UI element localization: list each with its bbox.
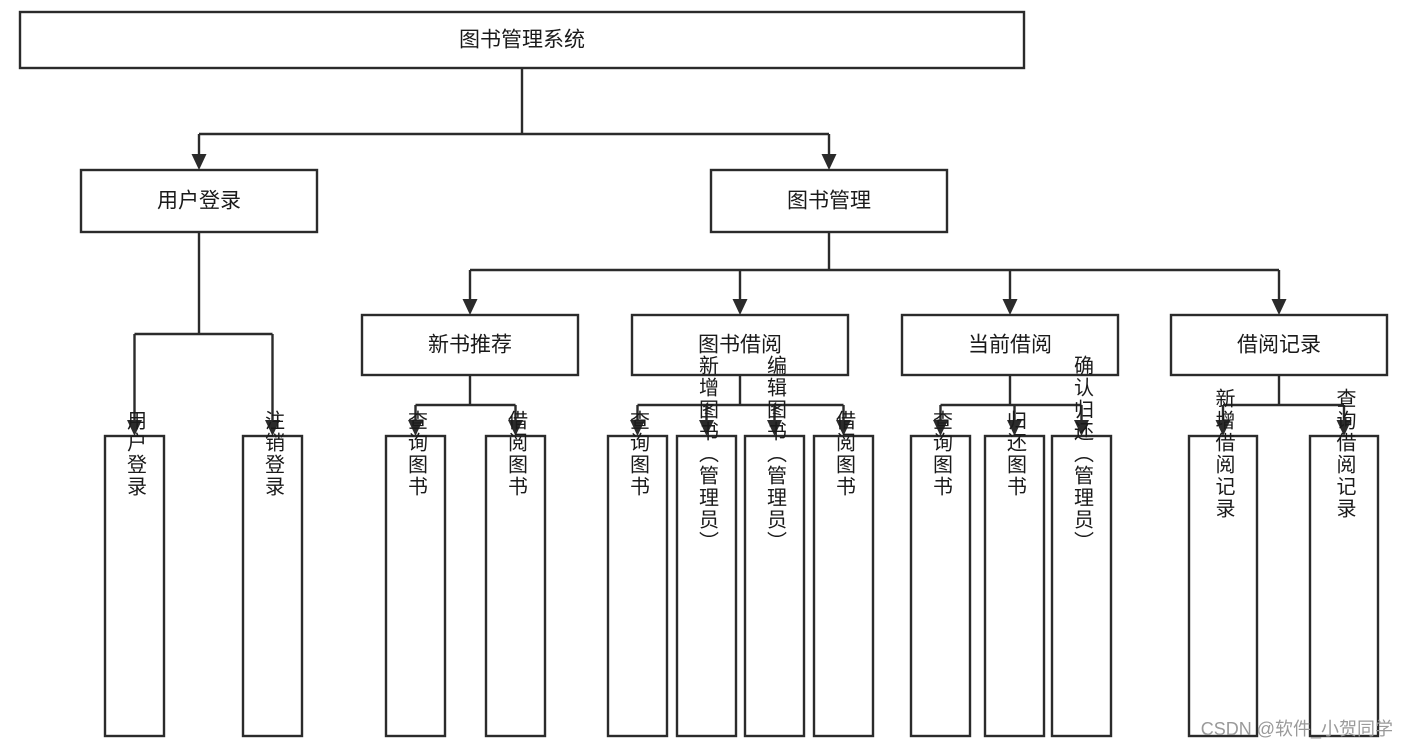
arrow-head-icon: [1007, 420, 1022, 436]
node-leaf-return-book[interactable]: 归还图书: [983, 410, 1046, 738]
arrow-head-icon: [767, 420, 782, 436]
arrow-head-icon: [836, 420, 851, 436]
arrow-head-icon: [508, 420, 523, 436]
node-box-book-borrow[interactable]: [630, 313, 850, 377]
arrow-head-icon: [1215, 420, 1231, 436]
arrow-head-icon: [1074, 420, 1089, 436]
node-box-borrow-records[interactable]: [1169, 313, 1389, 377]
node-box-leaf-return-book[interactable]: [983, 434, 1046, 738]
node-new-book-recommend[interactable]: 新书推荐: [360, 313, 580, 377]
node-label-leaf-edit-book: 编辑图书（管理员）: [764, 355, 787, 553]
node-box-root[interactable]: [18, 10, 1026, 70]
node-label-leaf-borrow-book: 借阅图书: [833, 410, 856, 498]
node-box-current-borrow[interactable]: [900, 313, 1120, 377]
node-boxes: 图书管理系统用户登录图书管理新书推荐图书借阅当前借阅借阅记录用户登录注销登录查询…: [18, 10, 1389, 738]
node-box-leaf-query-book-current[interactable]: [909, 434, 972, 738]
node-user-login[interactable]: 用户登录: [79, 168, 319, 234]
node-borrow-records[interactable]: 借阅记录: [1169, 313, 1389, 377]
node-leaf-borrow-book-rec[interactable]: 借阅图书: [484, 410, 547, 738]
node-label-root: 图书管理系统: [459, 29, 585, 52]
node-current-borrow[interactable]: 当前借阅: [900, 313, 1120, 377]
arrow-head-icon: [265, 420, 280, 436]
node-label-current-borrow: 当前借阅: [968, 334, 1052, 357]
arrow-head-icon: [699, 420, 714, 436]
node-book-management[interactable]: 图书管理: [709, 168, 949, 234]
node-box-leaf-add-record[interactable]: [1187, 434, 1259, 738]
arrow-head-icon: [1271, 299, 1287, 315]
connector-lines: [127, 68, 1352, 436]
node-leaf-logout[interactable]: 注销登录: [241, 410, 304, 738]
node-box-leaf-query-book-rec[interactable]: [384, 434, 447, 738]
node-box-leaf-query-book-borrow[interactable]: [606, 434, 669, 738]
node-label-leaf-return-book: 归还图书: [1004, 410, 1027, 498]
node-label-leaf-user-login: 用户登录: [124, 410, 147, 498]
node-book-borrow[interactable]: 图书借阅: [630, 313, 850, 377]
node-label-leaf-query-book-rec: 查询图书: [405, 410, 428, 498]
arrow-head-icon: [1002, 299, 1018, 315]
node-box-leaf-logout[interactable]: [241, 434, 304, 738]
node-label-leaf-borrow-book-rec: 借阅图书: [505, 410, 528, 498]
node-label-leaf-add-record: 新增借阅记录: [1212, 388, 1235, 520]
node-box-leaf-borrow-book-rec[interactable]: [484, 434, 547, 738]
node-leaf-query-book-current[interactable]: 查询图书: [909, 410, 972, 738]
node-box-leaf-user-login[interactable]: [103, 434, 166, 738]
node-leaf-add-record[interactable]: 新增借阅记录: [1187, 388, 1259, 738]
node-label-leaf-add-book: 新增图书（管理员）: [696, 355, 719, 553]
arrow-head-icon: [127, 420, 142, 436]
node-box-user-login[interactable]: [79, 168, 319, 234]
node-label-leaf-confirm-return: 确认归还（管理员）: [1071, 355, 1094, 553]
arrow-head-icon: [732, 299, 748, 315]
node-box-leaf-add-book[interactable]: [675, 434, 738, 738]
watermark-text: CSDN @软件_小贺同学: [1200, 719, 1393, 739]
node-box-leaf-query-record[interactable]: [1308, 434, 1380, 738]
node-label-user-login: 用户登录: [157, 190, 241, 213]
node-box-leaf-confirm-return[interactable]: [1050, 434, 1113, 738]
node-leaf-query-book-rec[interactable]: 查询图书: [384, 410, 447, 738]
node-box-leaf-borrow-book[interactable]: [812, 434, 875, 738]
node-leaf-query-book-borrow[interactable]: 查询图书: [606, 410, 669, 738]
node-leaf-edit-book[interactable]: 编辑图书（管理员）: [743, 355, 806, 738]
node-leaf-query-record[interactable]: 查询借阅记录: [1308, 388, 1380, 738]
node-box-new-book-recommend[interactable]: [360, 313, 580, 377]
node-leaf-confirm-return[interactable]: 确认归还（管理员）: [1050, 355, 1113, 738]
node-leaf-borrow-book[interactable]: 借阅图书: [812, 410, 875, 738]
node-label-leaf-query-record: 查询借阅记录: [1333, 388, 1356, 520]
arrow-head-icon: [821, 154, 837, 170]
node-leaf-add-book[interactable]: 新增图书（管理员）: [675, 355, 738, 738]
node-label-borrow-records: 借阅记录: [1237, 334, 1321, 357]
node-leaf-user-login[interactable]: 用户登录: [103, 410, 166, 738]
arrow-head-icon: [408, 420, 423, 436]
arrow-head-icon: [1336, 420, 1352, 436]
node-root[interactable]: 图书管理系统: [18, 10, 1026, 70]
node-label-leaf-query-book-borrow: 查询图书: [627, 410, 650, 498]
node-label-new-book-recommend: 新书推荐: [428, 334, 512, 357]
arrow-head-icon: [933, 420, 948, 436]
node-label-book-management: 图书管理: [787, 190, 871, 213]
node-label-book-borrow: 图书借阅: [698, 334, 782, 357]
arrow-head-icon: [630, 420, 645, 436]
node-box-book-management[interactable]: [709, 168, 949, 234]
node-label-leaf-logout: 注销登录: [262, 410, 285, 498]
node-box-leaf-edit-book[interactable]: [743, 434, 806, 738]
arrow-head-icon: [191, 154, 207, 170]
arrow-head-icon: [462, 299, 478, 315]
node-label-leaf-query-book-current: 查询图书: [930, 410, 953, 498]
